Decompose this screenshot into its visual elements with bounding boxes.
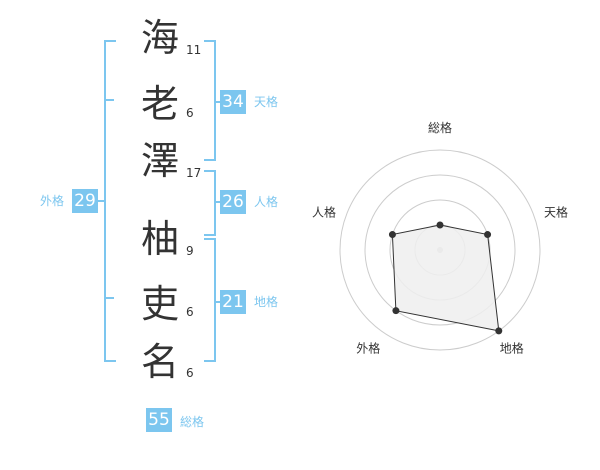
radar-point-1	[436, 221, 444, 229]
name-char-2: 老	[140, 82, 179, 126]
radar-points	[388, 221, 503, 335]
radar-point-5	[388, 231, 396, 239]
gaikaku-score: 29	[72, 189, 98, 213]
radar-axis-label-5: 人格	[312, 204, 336, 219]
soukaku-label: 総格	[180, 415, 205, 429]
bracket-tick	[104, 297, 114, 299]
radar-axis-label-2: 天格	[544, 204, 568, 219]
radar-ring	[364, 174, 516, 326]
tenkaku-label: 天格	[254, 95, 279, 109]
stroke-count-5: 6	[186, 305, 194, 319]
stroke-count-6: 6	[186, 366, 194, 380]
bracket-connector	[214, 301, 220, 303]
gaikaku-label: 外格	[40, 194, 65, 208]
radar-axis-label-4: 外格	[356, 341, 380, 356]
bracket-connector	[214, 101, 220, 103]
jinkaku-label: 人格	[254, 195, 279, 209]
stroke-count-4: 9	[186, 244, 194, 258]
radar-axis-label-1: 総格	[428, 120, 452, 135]
radar-ring	[339, 149, 541, 351]
radar-axis-label-3: 地格	[500, 341, 524, 356]
chikaku-bracket	[204, 238, 216, 362]
tenkaku-bracket	[204, 40, 216, 161]
bracket-tick	[104, 99, 114, 101]
radar-point-4	[392, 307, 400, 315]
chikaku-score: 21	[220, 290, 246, 314]
soukaku-score: 55	[146, 408, 172, 432]
name-char-6: 名	[140, 340, 179, 384]
jinkaku-score: 26	[220, 190, 246, 214]
tenkaku-score: 34	[220, 90, 246, 114]
name-char-3: 澤	[140, 139, 179, 183]
name-char-1: 海	[140, 16, 179, 60]
name-char-4: 柚	[140, 217, 179, 261]
jinkaku-bracket	[204, 170, 216, 236]
stroke-count-3: 17	[186, 166, 202, 180]
chikaku-label: 地格	[254, 295, 279, 309]
bracket-connector	[96, 200, 104, 202]
name-char-5: 吏	[140, 282, 179, 326]
stroke-count-1: 11	[186, 43, 202, 57]
stroke-count-2: 6	[186, 106, 194, 120]
radar-point-3	[495, 327, 503, 335]
radar-area	[391, 224, 500, 332]
bracket-connector	[214, 201, 220, 203]
gaikaku-bracket	[104, 40, 116, 362]
radar-point-2	[484, 231, 492, 239]
